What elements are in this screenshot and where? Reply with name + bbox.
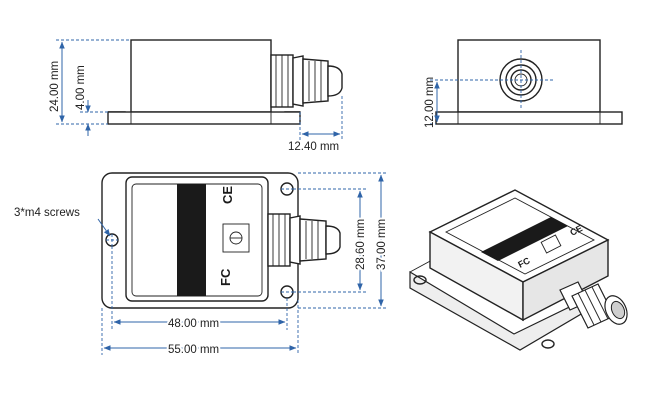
end-view-body: [457, 39, 601, 113]
iso-sensor-icon: [540, 234, 562, 254]
side-flange-label: 4.00 mm: [75, 65, 87, 110]
hole-spacing-x-label: 48.00 mm: [168, 318, 219, 330]
overall-width-label: 55.00 mm: [168, 344, 219, 356]
isometric-view: CE FC: [409, 189, 628, 351]
iso-hole-front: [541, 339, 555, 349]
end-center-height-label: 12.00 mm: [424, 77, 436, 128]
end-view: 12.00 mm: [424, 39, 623, 128]
side-view: 24.00 mm 4.00 mm 12.40 mm: [49, 39, 343, 153]
sensor-icon: [222, 223, 250, 253]
top-view: CE FC 3*m4 screws 48.00 mm 55.00 mm: [14, 172, 390, 358]
iso-cable-gland: [559, 281, 628, 329]
iso-hole-left: [413, 275, 427, 285]
iso-box-side: [522, 238, 609, 322]
gland-length-label: 12.40 mm: [288, 141, 339, 153]
top-view-dark-stripe: [177, 184, 206, 296]
top-view-cable-gland: [267, 213, 341, 267]
fc-mark: FC: [218, 268, 233, 286]
iso-dark-stripe: [481, 217, 568, 261]
hole-spacing-y-label: 28.60 mm: [355, 219, 367, 270]
side-view-cable-gland: [270, 54, 343, 108]
overall-depth-label: 37.00 mm: [376, 219, 388, 270]
screws-label: 3*m4 screws: [14, 207, 80, 219]
ce-mark: CE: [220, 186, 235, 204]
side-view-body: [130, 39, 272, 113]
end-view-flange: [435, 111, 623, 125]
side-height-label: 24.00 mm: [49, 61, 61, 112]
